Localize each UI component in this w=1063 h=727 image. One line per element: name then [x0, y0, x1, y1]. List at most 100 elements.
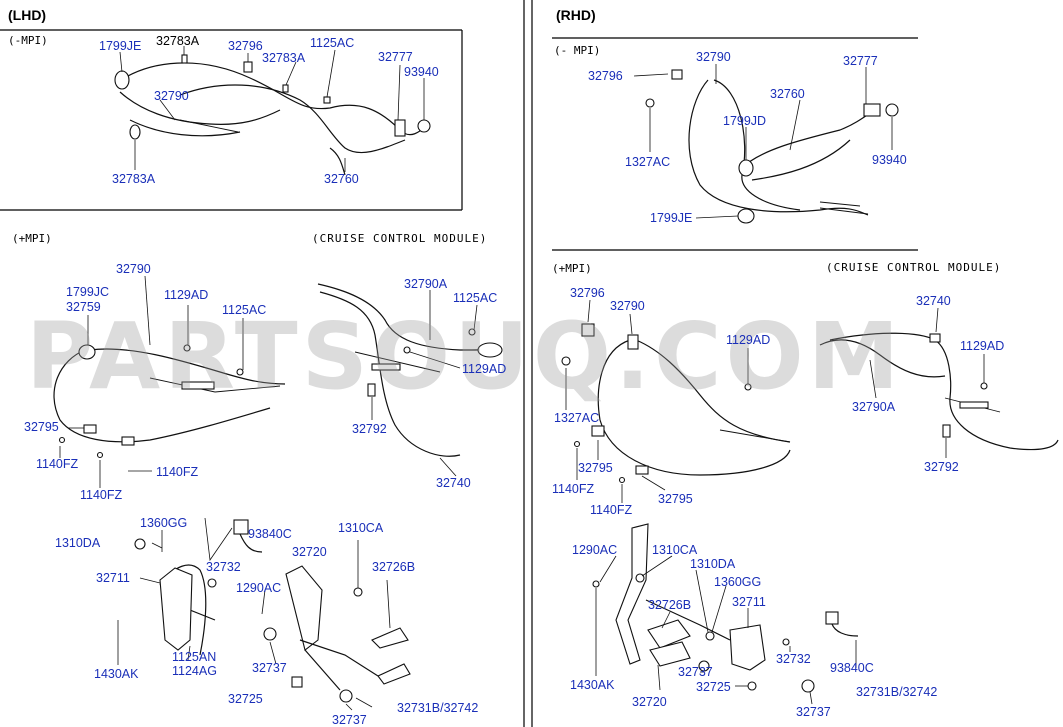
part-label-1125ac[interactable]: 1125AC [222, 303, 266, 317]
part-label-1140fz[interactable]: 1140FZ [156, 465, 199, 479]
part-label-1140fz[interactable]: 1140FZ [590, 503, 633, 517]
part-label-1310da[interactable]: 1310DA [690, 557, 736, 571]
part-label-32737[interactable]: 32737 [678, 665, 713, 679]
part-label-32790a[interactable]: 32790A [852, 400, 896, 414]
part-label-32760[interactable]: 32760 [324, 172, 359, 186]
part-label-1140fz[interactable]: 1140FZ [552, 482, 595, 496]
part-label-32731b-32742[interactable]: 32731B/32742 [397, 701, 478, 715]
part-label-93840c[interactable]: 93840C [830, 661, 874, 675]
part-label-32759[interactable]: 32759 [66, 300, 101, 314]
part-label-1799jc[interactable]: 1799JC [66, 285, 109, 299]
part-label-32731b-32742[interactable]: 32731B/32742 [856, 685, 937, 699]
part-label-1327ac[interactable]: 1327AC [554, 411, 599, 425]
part-label-32790[interactable]: 32790 [154, 89, 189, 103]
part-label-32795[interactable]: 32795 [24, 420, 59, 434]
part-label-32760[interactable]: 32760 [770, 87, 805, 101]
pedal-arm-32720 [285, 565, 323, 651]
part-label-32790[interactable]: 32790 [610, 299, 645, 313]
part-label-1799jd[interactable]: 1799JD [723, 114, 766, 128]
part-label-32726b[interactable]: 32726B [648, 598, 691, 612]
part-label-32783a[interactable]: 32783A [156, 34, 200, 48]
part-label-1310ca[interactable]: 1310CA [338, 521, 384, 535]
part-label-32737[interactable]: 32737 [332, 713, 367, 727]
bracket-32777 [394, 119, 406, 137]
part-label-32783a[interactable]: 32783A [112, 172, 156, 186]
part-label-32711[interactable]: 32711 [96, 571, 130, 585]
spring-32725-rhd [747, 681, 757, 691]
part-label-32796[interactable]: 32796 [570, 286, 605, 300]
clip-32795-rhd [591, 425, 605, 437]
subsection-lhd-cruise: (CRUISE CONTROL MODULE) [312, 232, 487, 245]
part-label-32790a[interactable]: 32790A [404, 277, 448, 291]
part-label-93940[interactable]: 93940 [404, 65, 439, 79]
part-label-1129ad[interactable]: 1129AD [462, 362, 506, 376]
part-label-32732[interactable]: 32732 [776, 652, 811, 666]
part-label-32792[interactable]: 32792 [924, 460, 959, 474]
part-label-32796[interactable]: 32796 [228, 39, 263, 53]
part-label-32725[interactable]: 32725 [696, 680, 731, 694]
part-label-32720[interactable]: 32720 [632, 695, 667, 709]
part-label-1129ad[interactable]: 1129AD [726, 333, 770, 347]
part-label-32777[interactable]: 32777 [378, 50, 413, 64]
switch-93840c-rhd [825, 611, 839, 625]
part-label-1430ak[interactable]: 1430AK [570, 678, 615, 692]
part-label-32740[interactable]: 32740 [916, 294, 951, 308]
part-label-32792[interactable]: 32792 [352, 422, 387, 436]
part-label-1129ad[interactable]: 1129AD [960, 339, 1004, 353]
part-label-1290ac[interactable]: 1290AC [572, 543, 617, 557]
clip-32783a-top [181, 54, 188, 64]
pedal-pad-lower [377, 663, 411, 685]
bolt-1129ad [183, 344, 191, 352]
lhd-pedal-assembly [117, 517, 411, 711]
part-label-32795[interactable]: 32795 [658, 492, 693, 506]
part-label-32795[interactable]: 32795 [578, 461, 613, 475]
part-label-32783a[interactable]: 32783A [262, 51, 306, 65]
part-label-32725[interactable]: 32725 [228, 692, 263, 706]
part-label-32711[interactable]: 32711 [732, 595, 766, 609]
rhd-pedal-assembly [592, 523, 859, 705]
part-label-32790[interactable]: 32790 [696, 50, 731, 64]
part-label-1140fz[interactable]: 1140FZ [80, 488, 123, 502]
bracket-32777-rhd [863, 103, 881, 117]
lhd-plus-mpi-cables [53, 275, 286, 488]
screw-1140fz-rhd [573, 440, 581, 448]
part-label-1124ag[interactable]: 1124AG [172, 664, 217, 678]
part-label-1799je[interactable]: 1799JE [99, 39, 141, 53]
part-label-32777[interactable]: 32777 [843, 54, 878, 68]
part-label-32737[interactable]: 32737 [252, 661, 287, 675]
part-label-1290ac[interactable]: 1290AC [236, 581, 281, 595]
part-label-1430ak[interactable]: 1430AK [94, 667, 139, 681]
part-label-93940[interactable]: 93940 [872, 153, 907, 167]
part-label-1799je[interactable]: 1799JE [650, 211, 692, 225]
part-label-1129ad[interactable]: 1129AD [164, 288, 208, 302]
subsection-rhd-minus-mpi: (- MPI) [554, 44, 600, 57]
part-label-32732[interactable]: 32732 [206, 560, 241, 574]
part-label-32740[interactable]: 32740 [436, 476, 471, 490]
part-label-1327ac[interactable]: 1327AC [625, 155, 670, 169]
part-label-1125an[interactable]: 1125AN [172, 650, 216, 664]
switch-93840c [233, 519, 249, 535]
part-label-32790[interactable]: 32790 [116, 262, 151, 276]
spring-32725 [291, 676, 303, 688]
rhd-plus-mpi-cables [561, 299, 791, 503]
part-label-1140fz[interactable]: 1140FZ [36, 457, 79, 471]
part-label-93840c[interactable]: 93840C [248, 527, 292, 541]
part-label-32737[interactable]: 32737 [796, 705, 831, 719]
part-label-1310da[interactable]: 1310DA [55, 536, 101, 550]
screw-1140fz-b [96, 451, 104, 459]
bolt-1125ac [323, 96, 331, 104]
part-label-1360gg[interactable]: 1360GG [140, 516, 187, 530]
part-label-1310ca[interactable]: 1310CA [652, 543, 698, 557]
bolt-1129ad-cruise [403, 346, 411, 354]
part-label-1125ac[interactable]: 1125AC [310, 36, 354, 50]
pin-32732-rhd [782, 638, 790, 646]
part-label-32796[interactable]: 32796 [588, 69, 623, 83]
lhd-cruise-cables [317, 283, 503, 477]
part-label-1125ac[interactable]: 1125AC [453, 291, 497, 305]
part-label-32726b[interactable]: 32726B [372, 560, 415, 574]
part-label-32720[interactable]: 32720 [292, 545, 327, 559]
nut-1327ac-plus [561, 356, 571, 366]
clip-32796-plus-rhd [581, 323, 595, 337]
pedal-pad-lower-rhd [649, 641, 691, 667]
part-label-1360gg[interactable]: 1360GG [714, 575, 761, 589]
